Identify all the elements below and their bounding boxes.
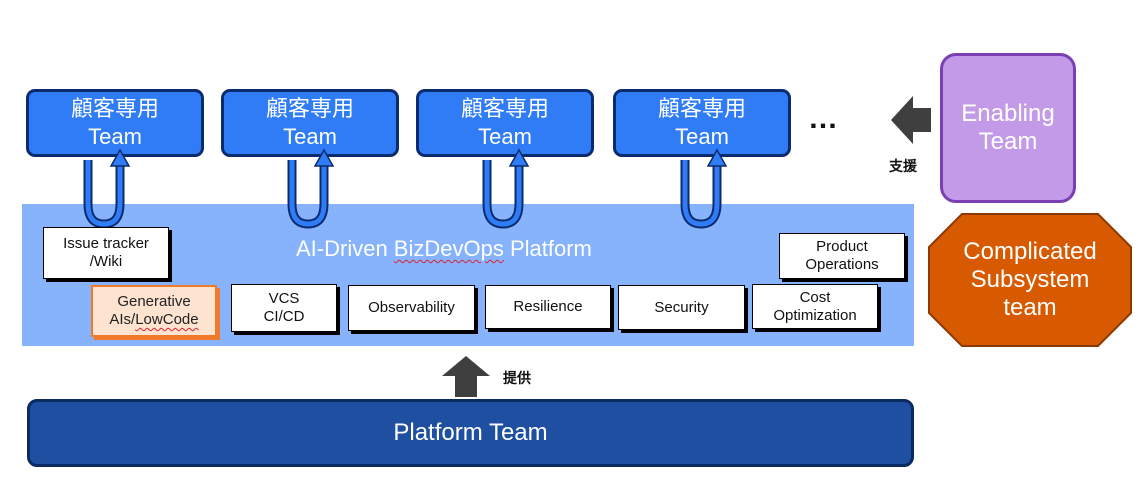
complicated-team-label: Complicated Subsystem team — [963, 238, 1097, 321]
customer-team-box: 顧客専用 Team — [26, 89, 204, 157]
customer-team-box: 顧客専用 Team — [221, 89, 399, 157]
provide-arrow-icon — [442, 356, 490, 397]
support-arrow-icon — [891, 96, 931, 144]
support-label: 支援 — [889, 158, 917, 174]
u-turn-arrow — [487, 150, 528, 224]
u-turn-arrow — [88, 150, 129, 224]
team-label-jp: 顧客専用 — [657, 96, 746, 121]
team-label-en: Team — [675, 124, 729, 149]
note-cost-optimization: Cost Optimization — [752, 284, 878, 329]
customer-team-box: 顧客専用 Team — [416, 89, 594, 157]
u-turn-arrow — [685, 150, 726, 224]
note-vcs-cicd: VCS CI/CD — [231, 284, 337, 332]
provide-label: 提供 — [503, 370, 531, 386]
team-label-jp: 顧客専用 — [70, 96, 159, 121]
note-security: Security — [618, 285, 745, 330]
enabling-team-box: Enabling Team — [940, 53, 1076, 203]
team-label-jp: 顧客専用 — [265, 96, 354, 121]
enabling-label-1: Enabling — [961, 100, 1055, 127]
note-resilience: Resilience — [485, 285, 611, 329]
note-observability: Observability — [348, 285, 475, 331]
team-label-jp: 顧客専用 — [460, 96, 549, 121]
enabling-label-2: Team — [978, 128, 1038, 155]
more-teams-ellipsis: … — [808, 102, 841, 135]
note-issue-tracker: Issue tracker /Wiki — [43, 227, 169, 279]
team-label-en: Team — [88, 124, 142, 149]
customer-team-box: 顧客専用 Team — [613, 89, 791, 157]
note-product-operations: Product Operations — [779, 233, 905, 279]
team-label-en: Team — [478, 124, 532, 149]
team-label-en: Team — [283, 124, 337, 149]
platform-title: AI-Driven BizDevOps Platform — [296, 236, 592, 261]
complicated-octagon — [928, 213, 1132, 347]
platform-team-box: Platform Team — [27, 399, 914, 467]
note-generative-ai: Generative AIs/LowCode — [91, 285, 217, 337]
u-turn-arrow — [292, 150, 333, 224]
